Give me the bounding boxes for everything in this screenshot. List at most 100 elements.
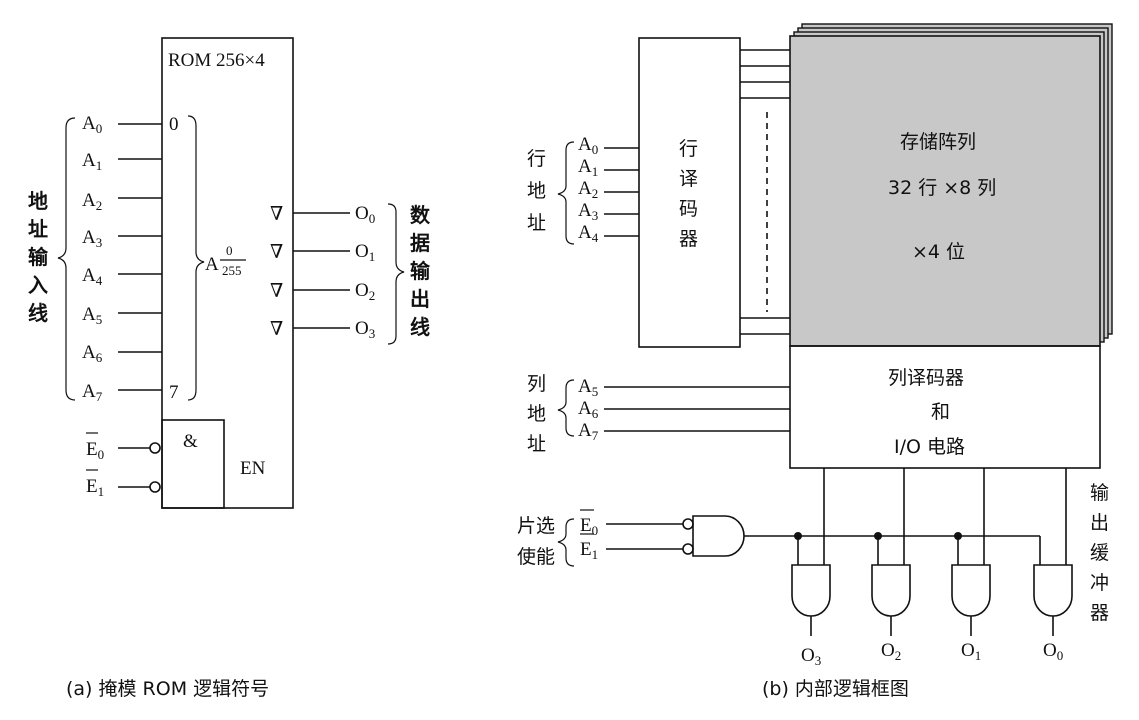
and-symbol: &	[183, 431, 198, 452]
svg-text:行: 行	[527, 148, 546, 170]
and-gate-box	[161, 419, 225, 509]
svg-text:址: 址	[527, 433, 546, 455]
output-o2: O2	[355, 280, 375, 303]
addr-line-a7: A7	[82, 381, 103, 404]
col-decoder-line3: I/O 电路	[894, 436, 965, 458]
svg-text:地: 地	[527, 403, 546, 425]
row-addr-a4: A4	[578, 222, 599, 245]
chip-select-label: 片选 使能	[517, 515, 555, 568]
en-label: EN	[240, 458, 266, 479]
array-title: 存储阵列	[900, 131, 976, 153]
svg-text:片选: 片选	[517, 515, 555, 537]
array-bits: ×4 位	[912, 241, 965, 263]
output-o0: O0	[355, 203, 375, 226]
out-label-char: 据	[410, 231, 430, 255]
svg-text:列: 列	[527, 373, 546, 395]
col-decoder-line2: 和	[931, 401, 950, 423]
tri-state-symbol: ∇	[270, 319, 283, 340]
inversion-bubble	[149, 442, 161, 454]
addr-label-char: 入	[28, 273, 48, 297]
addr-line-a0: A0	[82, 113, 102, 136]
row-address-brace	[557, 141, 575, 245]
output-buffer-gate	[871, 564, 911, 617]
output-o1: O1	[355, 241, 375, 264]
inversion-bubble	[149, 481, 161, 493]
tri-state-symbol: ∇	[270, 242, 283, 263]
caption-left: (a) 掩模 ROM 逻辑符号	[66, 678, 269, 700]
rom-label: ROM 256×4	[168, 50, 265, 71]
output-buffer-gate	[1033, 564, 1073, 617]
enable-e1-right: E1	[580, 539, 598, 562]
col-decoder-line1: 列译码器	[888, 367, 964, 389]
svg-text:0: 0	[226, 243, 233, 258]
addr-brace	[57, 117, 76, 401]
row-address-label: 行 地 址	[527, 148, 546, 234]
rom-outer-box	[161, 37, 294, 509]
output-o0-right: O0	[1043, 640, 1063, 663]
output-buffer-label: 输 出 缓 冲 器	[1090, 482, 1109, 624]
address-range-label: A 0 255	[205, 243, 246, 278]
svg-text:255: 255	[222, 263, 242, 278]
addr-label-char: 地	[28, 189, 48, 213]
svg-text:使能: 使能	[517, 546, 555, 568]
enable-inputs: E0 E1	[86, 432, 161, 499]
out-label-char: 数	[410, 203, 431, 227]
addr-label-char: 线	[28, 301, 48, 325]
svg-text:A: A	[205, 254, 219, 275]
row-addr-a1: A1	[578, 156, 598, 179]
out-label-char: 输	[410, 259, 431, 283]
output-buffer-gate	[791, 564, 831, 617]
row-addr-a2: A2	[578, 178, 598, 201]
enable-e0: E0	[86, 439, 104, 462]
addr-line-a3: A3	[82, 227, 102, 250]
svg-text:器: 器	[1090, 602, 1109, 624]
inversion-bubble	[682, 518, 694, 530]
output-brace	[387, 203, 405, 345]
addr-label-char: 址	[28, 217, 48, 241]
output-labels: O3 O2 O1 O0	[801, 640, 1063, 668]
out-label-char: 线	[410, 315, 430, 339]
svg-text:行: 行	[679, 138, 698, 160]
inner-range-brace	[187, 115, 205, 401]
column-address-lines: A5 A6 A7	[578, 376, 790, 443]
row-addr-a3: A3	[578, 200, 598, 223]
svg-text:冲: 冲	[1090, 572, 1109, 594]
svg-text:器: 器	[679, 228, 698, 250]
output-o2-right: O2	[881, 640, 901, 663]
svg-text:输: 输	[1090, 482, 1109, 504]
rom-logic-symbol: ROM 256×4 地 址 输 入 线 A0 A1 A2 A3 A4 A5 A6	[28, 37, 431, 700]
output-o1-right: O1	[961, 640, 981, 663]
enable-bus	[744, 532, 1041, 565]
tri-state-symbol: ∇	[270, 281, 283, 302]
rom-internal-block-diagram: 存储阵列 32 行 ×8 列 ×4 位 行 译 码 器 行 地 址	[517, 23, 1113, 700]
col-addr-a7: A7	[578, 420, 599, 443]
address-lines: A0 A1 A2 A3 A4 A5 A6 A7	[82, 113, 162, 404]
addr-line-a1: A1	[82, 150, 102, 173]
column-decoder-io	[789, 345, 1101, 469]
row-addr-a0: A0	[578, 134, 598, 157]
svg-text:译: 译	[679, 168, 698, 190]
address-input-label: 地 址 输 入 线	[28, 189, 49, 325]
addr-label-char: 输	[28, 245, 49, 269]
col-addr-a5: A5	[578, 376, 598, 399]
caption-right: (b) 内部逻辑框图	[762, 678, 909, 700]
memory-array: 存储阵列 32 行 ×8 列 ×4 位	[789, 23, 1113, 347]
addr-line-a2: A2	[82, 190, 102, 213]
enable-and-gate	[692, 515, 745, 557]
row-select-lines	[740, 49, 790, 335]
column-address-label: 列 地 址	[527, 373, 546, 455]
addr-line-a6: A6	[82, 342, 103, 365]
svg-text:地: 地	[527, 180, 546, 202]
column-address-brace	[557, 379, 575, 437]
array-dims: 32 行 ×8 列	[888, 177, 996, 199]
addr-last-index: 7	[169, 382, 179, 403]
row-address-lines: A0 A1 A2 A3 A4	[578, 134, 639, 245]
addr-first-index: 0	[169, 114, 179, 135]
out-label-char: 出	[410, 287, 430, 311]
row-decoder-label: 行 译 码 器	[679, 138, 698, 250]
tri-state-symbol: ∇	[270, 204, 283, 225]
svg-text:出: 出	[1090, 512, 1109, 534]
output-o3-right: O3	[801, 645, 821, 668]
addr-line-a5: A5	[82, 304, 102, 327]
